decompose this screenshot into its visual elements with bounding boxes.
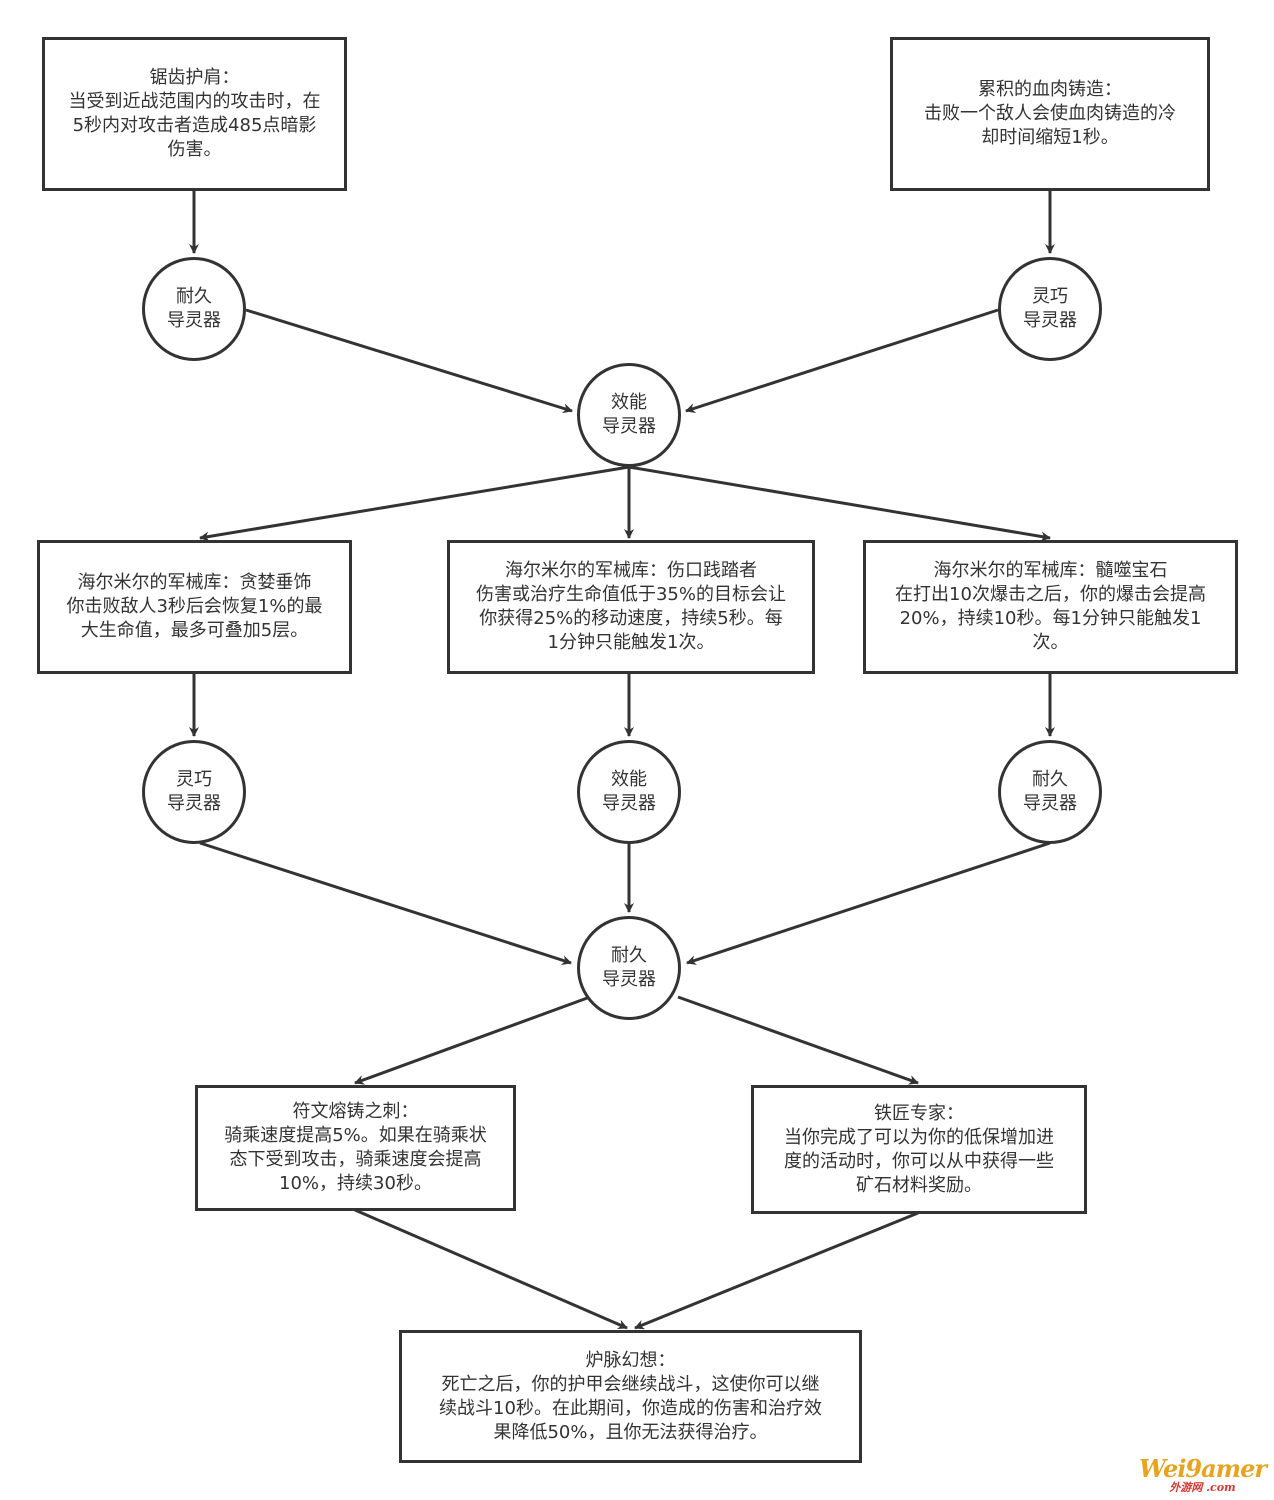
- node-text-line: 却时间缩短1秒。: [981, 127, 1119, 148]
- node-text-line: 5秒内对攻击者造成485点暗影: [72, 115, 317, 136]
- conduit-label: 导灵器: [1023, 793, 1077, 814]
- node-armory-wound-trampler: 海尔米尔的军械库：伤口践踏者 伤害或治疗生命值低于35%的目标会让 你获得25%…: [447, 540, 815, 674]
- node-text-line: 骑乘速度提高5%。如果在骑乘状: [224, 1125, 487, 1146]
- node-runeforged-spurs: 符文熔铸之刺： 骑乘速度提高5%。如果在骑乘状 态下受到攻击，骑乘速度会提高 1…: [195, 1085, 516, 1211]
- watermark-sub-text: 外游网 .com: [1169, 1481, 1236, 1494]
- node-jagged-shoulders: 锯齿护肩： 当受到近战范围内的攻击时，在 5秒内对攻击者造成485点暗影 伤害。: [42, 37, 347, 191]
- conduit-circle-endurance: 耐久 导灵器: [998, 740, 1102, 844]
- conduit-circle-potency: 效能 导灵器: [577, 363, 681, 467]
- edge-box7-box8: [634, 1211, 919, 1330]
- node-text-line: 你击败敌人3秒后会恢复1%的最: [66, 596, 323, 617]
- conduit-label: 导灵器: [167, 310, 221, 331]
- node-title: 累积的血肉铸造：: [978, 79, 1122, 100]
- conduit-label: 导灵器: [602, 793, 656, 814]
- node-heartpulse-fantasy: 炉脉幻想： 死亡之后，你的护甲会继续战斗，这使你可以继 续战斗10秒。在此期间，…: [399, 1330, 862, 1463]
- conduit-circle-potency: 效能 导灵器: [577, 740, 681, 844]
- node-text-line: 伤害。: [167, 139, 222, 160]
- conduit-type: 耐久: [1032, 769, 1068, 790]
- conduit-label: 导灵器: [602, 969, 656, 990]
- node-text-line: 在打出10次爆击之后，你的爆击会提高: [895, 584, 1206, 605]
- node-title: 海尔米尔的军械库：贪婪垂饰: [77, 572, 312, 593]
- conduit-circle-finesse: 灵巧 导灵器: [142, 740, 246, 844]
- watermark-logo: Wei9amer 外游网 .com: [1139, 1454, 1267, 1494]
- edge-c3-box5: [628, 465, 1051, 542]
- conduit-label: 导灵器: [1023, 310, 1077, 331]
- conduit-circle-finesse: 灵巧 导灵器: [998, 257, 1102, 361]
- conduit-type: 效能: [611, 769, 647, 790]
- edge-box6-box8: [354, 1208, 628, 1330]
- node-text-line: 伤害或治疗生命值低于35%的目标会让: [475, 584, 786, 605]
- conduit-circle-endurance: 耐久 导灵器: [142, 257, 246, 361]
- node-text-line: 续战斗10秒。在此期间，你造成的伤害和治疗效: [439, 1397, 822, 1419]
- conduit-type: 灵巧: [1032, 286, 1068, 307]
- node-text-line: 1分钟只能触发1次。: [547, 632, 715, 653]
- node-armory-greed-pendant: 海尔米尔的军械库：贪婪垂饰 你击败敌人3秒后会恢复1%的最 大生命值，最多可叠加…: [37, 540, 352, 674]
- node-title: 铁匠专家：: [874, 1102, 964, 1124]
- node-title: 海尔米尔的军械库：髓噬宝石: [933, 560, 1168, 581]
- conduit-type: 耐久: [611, 945, 647, 966]
- node-accumulated-fleshforge: 累积的血肉铸造： 击败一个敌人会使血肉铸造的冷 却时间缩短1秒。: [890, 37, 1210, 191]
- node-text-line: 20%，持续10秒。每1分钟只能触发1: [899, 608, 1202, 629]
- node-text-line: 果降低50%，且你无法获得治疗。: [493, 1421, 768, 1443]
- edge-c1-c3: [245, 308, 573, 414]
- watermark-main-text: Wei9amer: [1139, 1454, 1267, 1483]
- conduit-type: 效能: [611, 392, 647, 413]
- node-title: 符文熔铸之刺：: [292, 1101, 419, 1122]
- conduit-type: 耐久: [176, 286, 212, 307]
- node-text-line: 度的活动时，你可以从中获得一些: [784, 1150, 1054, 1172]
- node-text-line: 击败一个敌人会使血肉铸造的冷: [924, 103, 1176, 124]
- node-title: 海尔米尔的军械库：伤口践踏者: [505, 560, 757, 581]
- conduit-type: 灵巧: [176, 769, 212, 790]
- node-title: 炉脉幻想：: [585, 1349, 676, 1371]
- node-armory-marrow-gem: 海尔米尔的军械库：髓噬宝石 在打出10次爆击之后，你的爆击会提高 20%，持续1…: [863, 540, 1238, 674]
- node-text-line: 大生命值，最多可叠加5层。: [80, 620, 309, 641]
- node-text-line: 死亡之后，你的护甲会继续战斗，这使你可以继: [441, 1373, 820, 1395]
- conduit-circle-endurance: 耐久 导灵器: [577, 916, 681, 1020]
- node-text-line: 态下受到攻击，骑乘速度会提高: [229, 1149, 482, 1170]
- edge-c4-c7: [199, 841, 572, 965]
- node-text-line: 矿石材料奖励。: [856, 1174, 982, 1196]
- edge-c7-box6: [354, 995, 591, 1085]
- edge-c3-box3: [199, 465, 630, 542]
- edge-c2-c3: [685, 308, 999, 413]
- node-text-line: 你获得25%的移动速度，持续5秒。每: [479, 608, 783, 629]
- node-text-line: 次。: [1032, 632, 1069, 653]
- node-text-line: 10%，持续30秒。: [279, 1173, 432, 1194]
- edge-c6-c7: [686, 841, 1051, 965]
- node-text-line: 当你完成了可以为你的低保增加进: [784, 1126, 1054, 1148]
- conduit-label: 导灵器: [602, 416, 656, 437]
- node-title: 锯齿护肩：: [149, 67, 240, 88]
- conduit-label: 导灵器: [167, 793, 221, 814]
- node-master-smith: 铁匠专家： 当你完成了可以为你的低保增加进 度的活动时，你可以从中获得一些 矿石…: [751, 1085, 1087, 1214]
- node-text-line: 当受到近战范围内的攻击时，在: [68, 91, 321, 112]
- edge-c7-box7: [677, 995, 919, 1085]
